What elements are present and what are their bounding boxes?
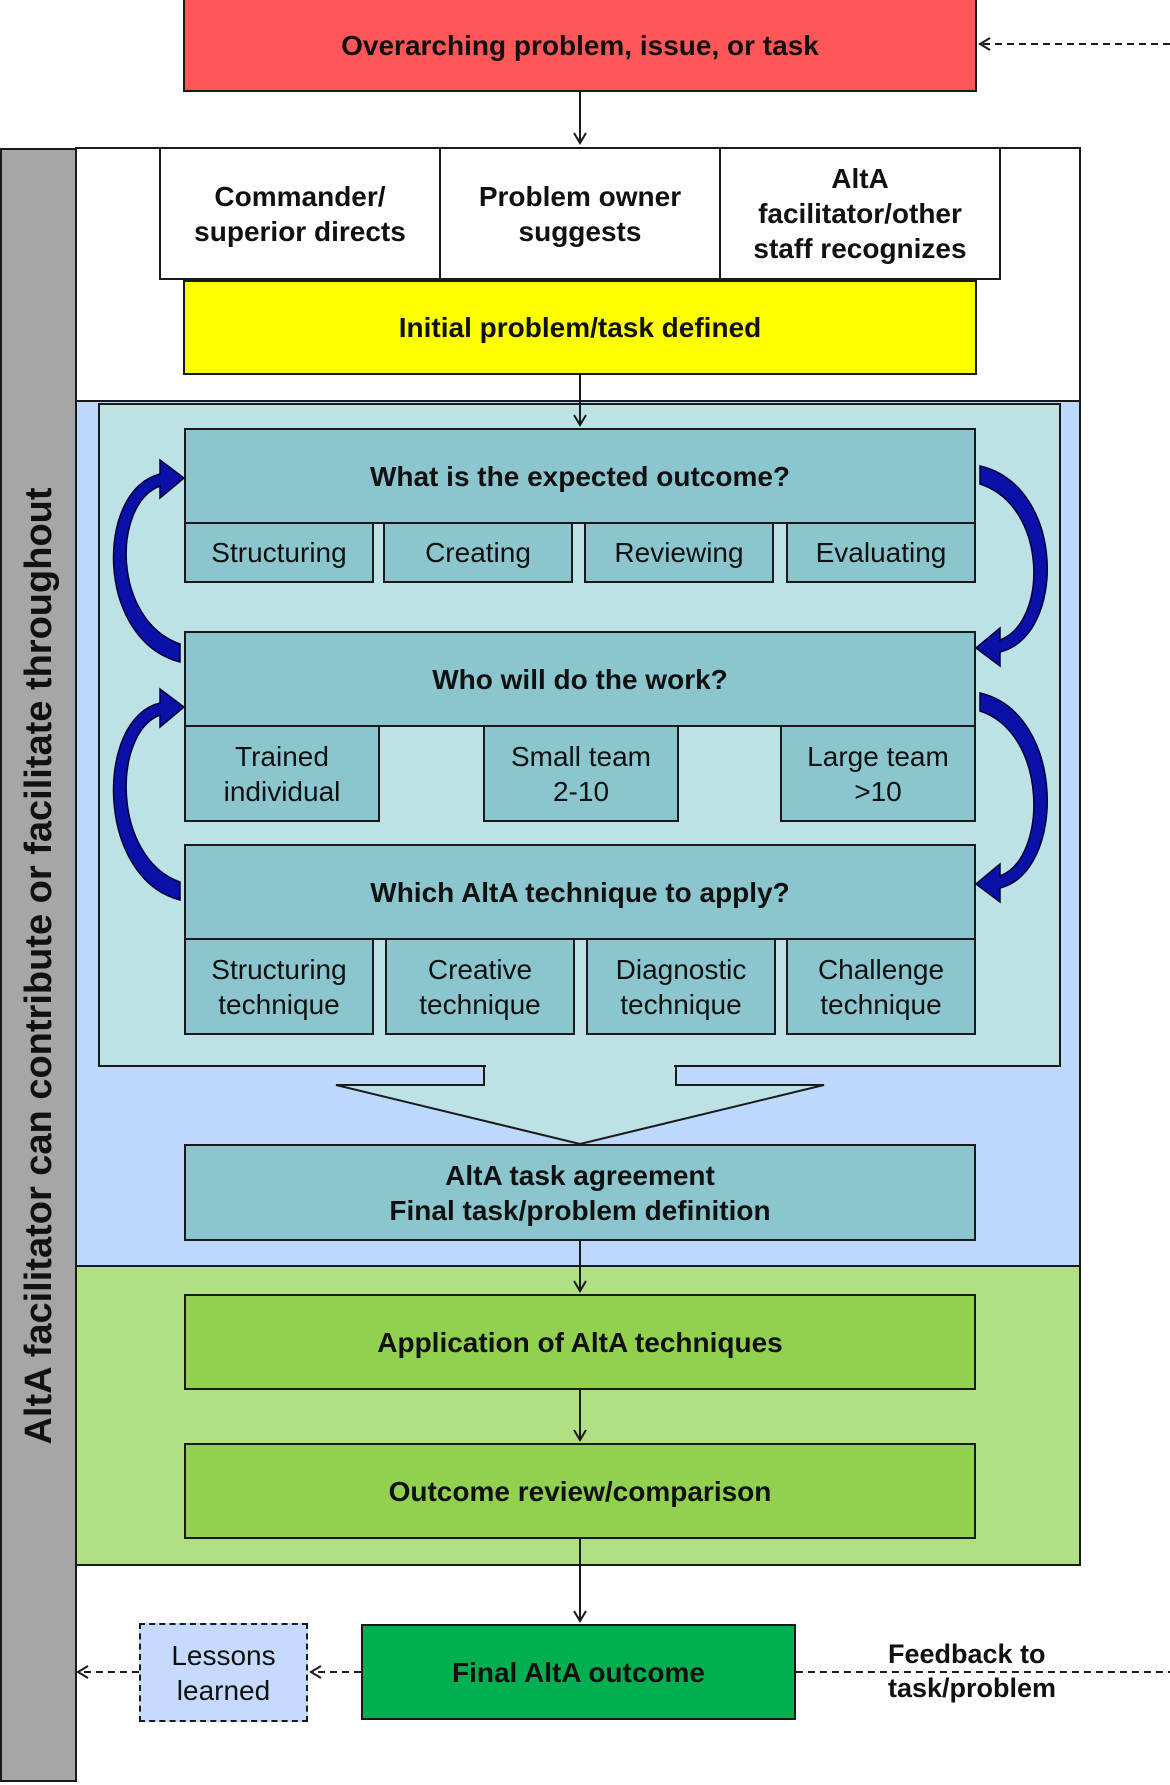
- work-option-trained-individual: Trained individual: [184, 725, 380, 822]
- technique-option-challenge: Challenge technique: [786, 938, 976, 1035]
- source-commander-box: Commander/ superior directs: [159, 147, 441, 280]
- facilitator-sidebar: [0, 148, 77, 1782]
- outcome-option-reviewing: Reviewing: [584, 522, 774, 583]
- source-problem-owner-box: Problem owner suggests: [439, 147, 721, 280]
- technique-option-creative: Creative technique: [385, 938, 575, 1035]
- final-outcome-box: Final AltA outcome: [361, 1624, 796, 1720]
- overarching-problem-box: Overarching problem, issue, or task: [183, 0, 977, 92]
- technique-option-diagnostic: Diagnostic technique: [586, 938, 776, 1035]
- work-option-large-team: Large team >10: [780, 725, 976, 822]
- outcome-option-structuring: Structuring: [184, 522, 374, 583]
- feedback-label: Feedback to task/problem: [888, 1639, 1057, 1703]
- curved-arrow-left-lower: [112, 687, 186, 901]
- lessons-learned-box: Lessons learned: [139, 1623, 308, 1722]
- technique-question: Which AltA technique to apply?: [184, 844, 976, 940]
- task-agreement-box: AltA task agreement Final task/problem d…: [184, 1144, 976, 1241]
- technique-option-structuring: Structuring technique: [184, 938, 374, 1035]
- curved-arrow-right-lower: [974, 692, 1048, 904]
- initial-problem-box: Initial problem/task defined: [183, 280, 977, 375]
- source-facilitator-box: AltA facilitator/other staff recognizes: [719, 147, 1001, 280]
- outcome-review-box: Outcome review/comparison: [184, 1443, 976, 1539]
- outcome-option-evaluating: Evaluating: [786, 522, 976, 583]
- outcome-option-creating: Creating: [383, 522, 573, 583]
- funnel-arrow: [335, 1065, 825, 1146]
- curved-arrow-left-upper: [112, 458, 186, 663]
- work-option-small-team: Small team 2-10: [483, 725, 679, 822]
- curved-arrow-right-upper: [974, 465, 1048, 668]
- application-box: Application of AltA techniques: [184, 1294, 976, 1390]
- expected-outcome-question: What is the expected outcome?: [184, 428, 976, 524]
